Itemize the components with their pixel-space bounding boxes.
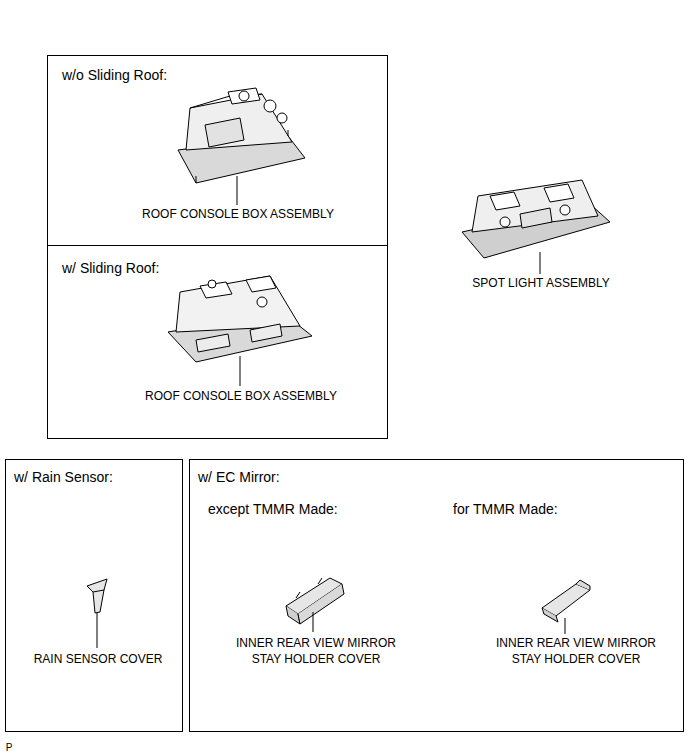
condition-heading: w/o Sliding Roof: <box>62 66 167 84</box>
rain-sensor-cover <box>87 579 107 648</box>
leader-line <box>240 356 241 386</box>
part-name: ROOF CONSOLE BOX ASSEMBLY <box>123 207 353 223</box>
option-panel: w/ EC Mirror: except TMMR Made: INNER REAR… <box>189 459 684 732</box>
option-panel: w/o Sliding Roof: ROOF CONSOLE BOX ASSEMB… <box>47 55 388 246</box>
figure-code: P <box>2 741 16 754</box>
part-name: INNER REAR VIEW MIRROR STAY HOLDER COVER <box>224 636 409 667</box>
part-name: ROOF CONSOLE BOX ASSEMBLY <box>126 389 356 405</box>
condition-heading: w/ Rain Sensor: <box>14 468 113 486</box>
part-name: SPOT LIGHT ASSEMBLY <box>451 276 631 292</box>
part-name: RAIN SENSOR COVER <box>18 652 178 668</box>
option-panel: w/ Sliding Roof: ROOF CONSOLE BOX ASSEMBL… <box>47 245 388 439</box>
roof-console-sliding <box>168 276 312 386</box>
condition-heading: w/ Sliding Roof: <box>62 259 159 277</box>
spot-light <box>462 180 610 274</box>
leader-line <box>540 252 541 274</box>
leader-line <box>313 612 314 632</box>
option-panel: w/ Rain Sensor: RAIN SENSOR COVER <box>5 459 183 732</box>
leader-line <box>565 618 566 634</box>
condition-heading: except TMMR Made: <box>208 500 338 518</box>
condition-heading: for TMMR Made: <box>453 500 558 518</box>
leader-line <box>237 176 238 205</box>
condition-heading: w/ EC Mirror: <box>198 468 280 486</box>
part-name: INNER REAR VIEW MIRROR STAY HOLDER COVER <box>484 636 669 667</box>
mirror-stay-cover <box>286 578 344 632</box>
roof-console-plain <box>178 88 305 205</box>
mirror-stay-cover <box>542 580 590 634</box>
leader-line <box>97 613 98 648</box>
